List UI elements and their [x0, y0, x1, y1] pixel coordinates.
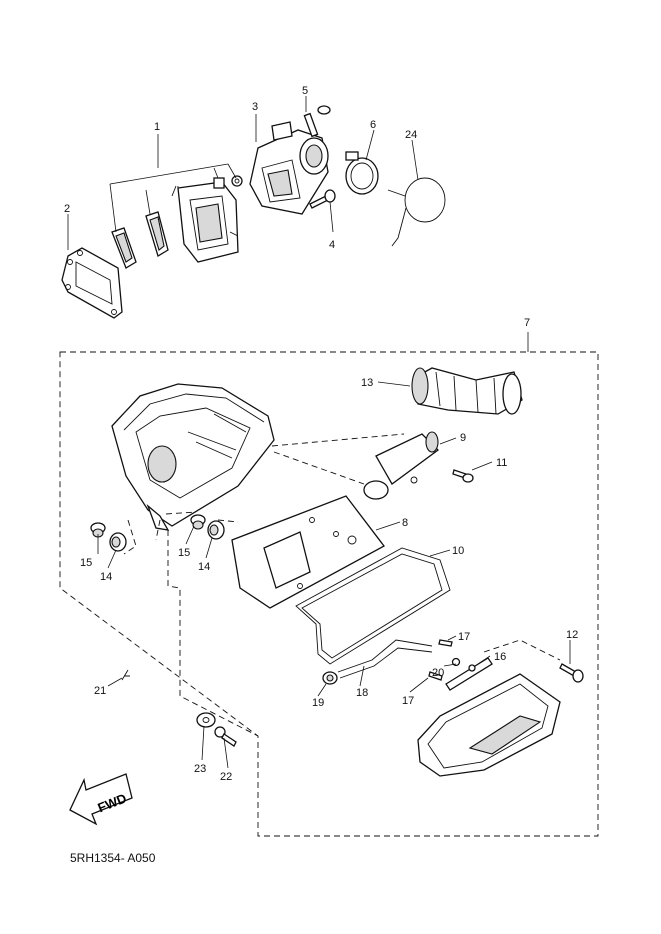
callout-11: 11 [496, 457, 507, 469]
fwd-direction-arrow: FWD [69, 773, 133, 826]
gasket-part [61, 247, 123, 319]
callout-2: 2 [64, 203, 70, 215]
callout-10: 10 [452, 545, 464, 557]
nut-20-part [451, 657, 461, 667]
screw-17-lower-part [428, 671, 443, 681]
callout-13: 13 [361, 377, 373, 389]
collar-14-right-part [207, 520, 225, 540]
intake-manifold-part [249, 121, 329, 215]
callout-20: 20 [432, 667, 444, 679]
callout-9: 9 [460, 432, 466, 444]
callout-15-right: 15 [178, 547, 190, 559]
callout-labels: 1 2 3 4 5 6 24 7 13 9 11 8 10 15 14 15 1… [64, 85, 578, 783]
callout-14-right: 14 [198, 561, 210, 573]
callout-1: 1 [154, 121, 160, 133]
callout-24: 24 [405, 129, 417, 141]
callout-15-left: 15 [80, 557, 92, 569]
callout-14-left: 14 [100, 571, 112, 583]
diagram-reference-code: 5RH1354- A050 [70, 851, 156, 865]
case-seal-part [295, 547, 451, 665]
bracket-16-part [445, 657, 493, 691]
wire-clip-part [387, 177, 446, 247]
screw-17-upper-part [438, 639, 453, 647]
bolt-5-part [303, 105, 331, 138]
callout-17-upper: 17 [458, 631, 470, 643]
callout-7: 7 [524, 317, 530, 329]
leader-lines [67, 96, 571, 769]
drain-plug-part [322, 671, 338, 685]
callout-6: 6 [370, 119, 376, 131]
filter-element-part [231, 495, 385, 609]
intake-funnel-part [363, 431, 439, 500]
clip-21-part [121, 669, 130, 681]
hose-clamp-part [345, 151, 379, 195]
assembly-dash-lines [123, 433, 561, 737]
callout-3: 3 [252, 101, 258, 113]
callout-17-lower: 17 [402, 695, 414, 707]
drain-hose-part [337, 639, 433, 679]
air-filter-case-part [111, 383, 275, 531]
screw-11-part [452, 469, 474, 483]
callout-21: 21 [94, 685, 106, 697]
reed-valve-block-part [171, 175, 243, 263]
callout-22: 22 [220, 771, 232, 783]
callout-18: 18 [356, 687, 368, 699]
callout-5: 5 [302, 85, 308, 97]
reed-petal-parts [111, 211, 169, 269]
bolt-22-part [214, 726, 237, 747]
callout-23: 23 [194, 763, 206, 775]
collar-14-left-part [109, 532, 127, 552]
screw-12-part [559, 663, 584, 683]
callout-12: 12 [566, 629, 578, 641]
callout-8: 8 [402, 517, 408, 529]
callout-16: 16 [494, 651, 506, 663]
washer-23-part [196, 712, 216, 728]
assembly-7-boundary [59, 351, 599, 837]
callout-4: 4 [329, 239, 335, 251]
case-cover-part [417, 673, 561, 777]
callout-19: 19 [312, 697, 324, 709]
grommet-15-right-part [190, 514, 206, 530]
intake-duct-part [411, 367, 523, 415]
